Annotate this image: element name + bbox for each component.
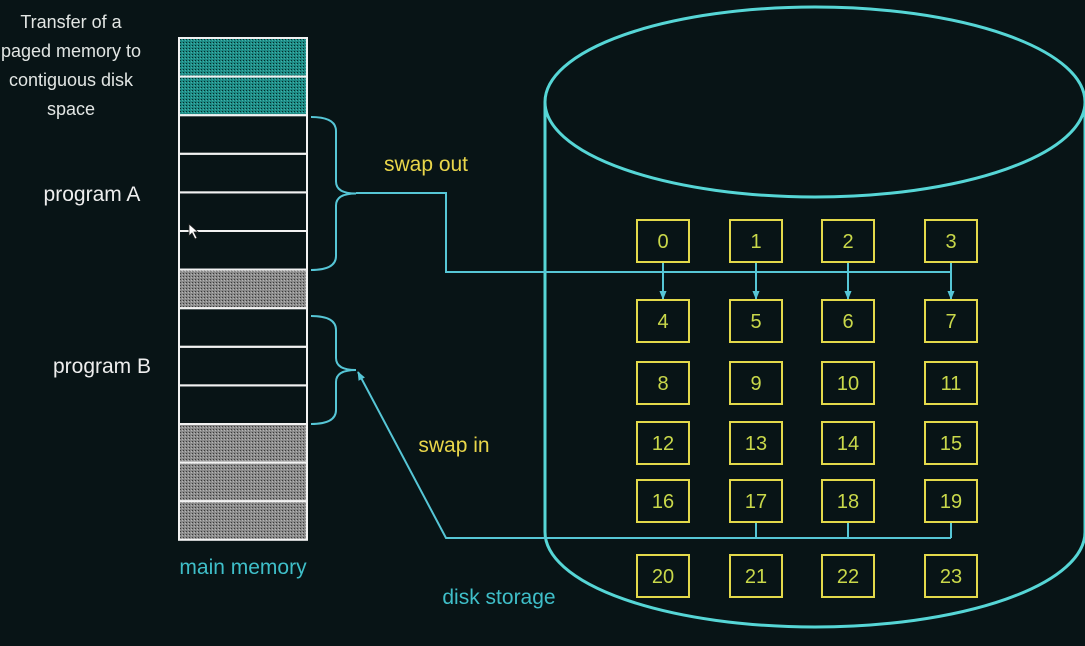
disk-block-label: 9 (750, 373, 761, 395)
disk-block (924, 554, 978, 598)
disk-block-label: 10 (837, 373, 859, 395)
memory-frame (178, 423, 308, 464)
disk-block (924, 299, 978, 343)
disk-block-label: 8 (657, 373, 668, 395)
disk-block-label: 2 (842, 231, 853, 253)
program-a-brace (310, 116, 357, 271)
memory-frame (178, 230, 308, 271)
disk-block (729, 479, 783, 523)
memory-frame (178, 114, 308, 155)
disk-block-label: 19 (940, 491, 962, 513)
memory-frame (178, 345, 308, 387)
disk-block (924, 361, 978, 405)
disk-block-label: 13 (745, 433, 767, 455)
program-a-label: program A (43, 183, 141, 206)
memory-frame (178, 75, 308, 117)
disk-block (924, 219, 978, 263)
disk-block-label: 5 (750, 311, 761, 333)
swap-out-connector (356, 192, 951, 273)
disk-block (729, 219, 783, 263)
disk-block-label: 16 (652, 491, 674, 513)
disk-block (924, 421, 978, 465)
swap-in-label: swap in (418, 434, 490, 457)
memory-frame (178, 268, 308, 310)
disk-block-label: 1 (750, 231, 761, 253)
disk-block (636, 299, 690, 343)
memory-frame (178, 37, 308, 78)
disk-block (636, 479, 690, 523)
swap-in-arrow (357, 371, 951, 539)
disk-block-label: 14 (837, 433, 859, 455)
swap-connectors (356, 192, 955, 539)
disk-block (729, 361, 783, 405)
disk-block-label: 6 (842, 311, 853, 333)
memory-frame (178, 152, 308, 194)
disk-cylinder (543, 5, 1085, 629)
disk-block (821, 219, 875, 263)
program-braces (310, 116, 357, 425)
disk-block-label: 20 (652, 566, 674, 588)
disk-block-label: 17 (745, 491, 767, 513)
cylinder-body (543, 102, 1085, 629)
disk-block (729, 299, 783, 343)
disk-block (636, 554, 690, 598)
disk-block-label: 12 (652, 433, 674, 455)
disk-block (636, 361, 690, 405)
cylinder-top (543, 5, 1085, 199)
disk-block-label: 21 (745, 566, 767, 588)
disk-block (636, 421, 690, 465)
memory-frame (178, 191, 308, 232)
disk-block-label: 18 (837, 491, 859, 513)
memory-frame (178, 307, 308, 348)
disk-block (924, 479, 978, 523)
memory-frame (178, 500, 308, 541)
disk-block (821, 554, 875, 598)
program-b-label: program B (52, 355, 152, 378)
diagram-caption: Transfer of a paged memory to contiguous… (0, 12, 142, 119)
disk-block-label: 4 (657, 311, 668, 333)
disk-block-label: 22 (837, 566, 859, 588)
disk-block (729, 554, 783, 598)
disk-storage-label: disk storage (442, 586, 556, 609)
memory-frame (178, 384, 308, 425)
pointer-shape (188, 223, 200, 240)
disk-block (821, 361, 875, 405)
swap-out-label: swap out (383, 153, 469, 176)
disk-block (821, 421, 875, 465)
disk-block-label: 15 (940, 433, 962, 455)
disk-block-label: 0 (657, 231, 668, 253)
main-memory-label: main memory (179, 556, 307, 579)
disk-block-label: 3 (945, 231, 956, 253)
disk-block (821, 299, 875, 343)
main-memory-stack (178, 37, 308, 541)
memory-frame (178, 461, 308, 503)
disk-block-label: 11 (941, 373, 962, 395)
mouse-pointer-icon (188, 223, 200, 240)
disk-block-label: 7 (945, 311, 956, 333)
program-b-brace (310, 315, 357, 425)
disk-block (821, 479, 875, 523)
disk-block (636, 219, 690, 263)
disk-block-label: 23 (940, 566, 962, 588)
disk-block (729, 421, 783, 465)
